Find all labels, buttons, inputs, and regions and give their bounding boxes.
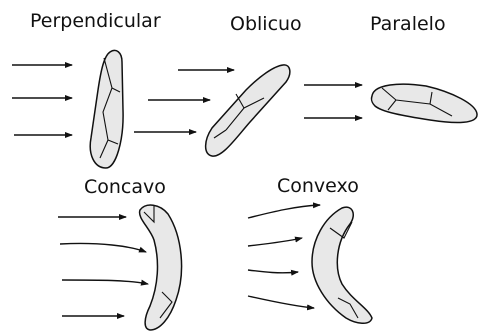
concave-panel [58, 204, 183, 331]
flow-arrow [247, 295, 315, 311]
convex-particle [311, 206, 373, 324]
perpendicular-panel [12, 49, 124, 169]
parallel-flow-arrows [304, 82, 363, 121]
oblique-flow-arrows [134, 67, 235, 135]
flow-arrow [59, 242, 147, 253]
perpendicular-particle [89, 49, 124, 169]
perpendicular-label: Perpendicular [30, 10, 161, 32]
oblique-particle [204, 64, 291, 157]
parallel-panel [304, 82, 478, 124]
convex-flow-arrows [247, 202, 321, 311]
concave-flow-arrows [58, 214, 149, 319]
convex-panel [247, 202, 373, 324]
convex-label: Convexo [277, 175, 359, 197]
concave-particle [138, 204, 183, 331]
concave-label: Concavo [84, 176, 166, 198]
oblique-panel [134, 64, 291, 157]
oblique-label: Oblicuo [230, 13, 302, 35]
parallel-label: Paralelo [370, 13, 446, 35]
flow-arrow [247, 202, 321, 219]
perpendicular-flow-arrows [12, 62, 73, 138]
flow-arrow [247, 236, 303, 247]
flow-arrow [61, 279, 149, 286]
flow-arrow [247, 269, 299, 276]
parallel-particle [370, 83, 478, 124]
